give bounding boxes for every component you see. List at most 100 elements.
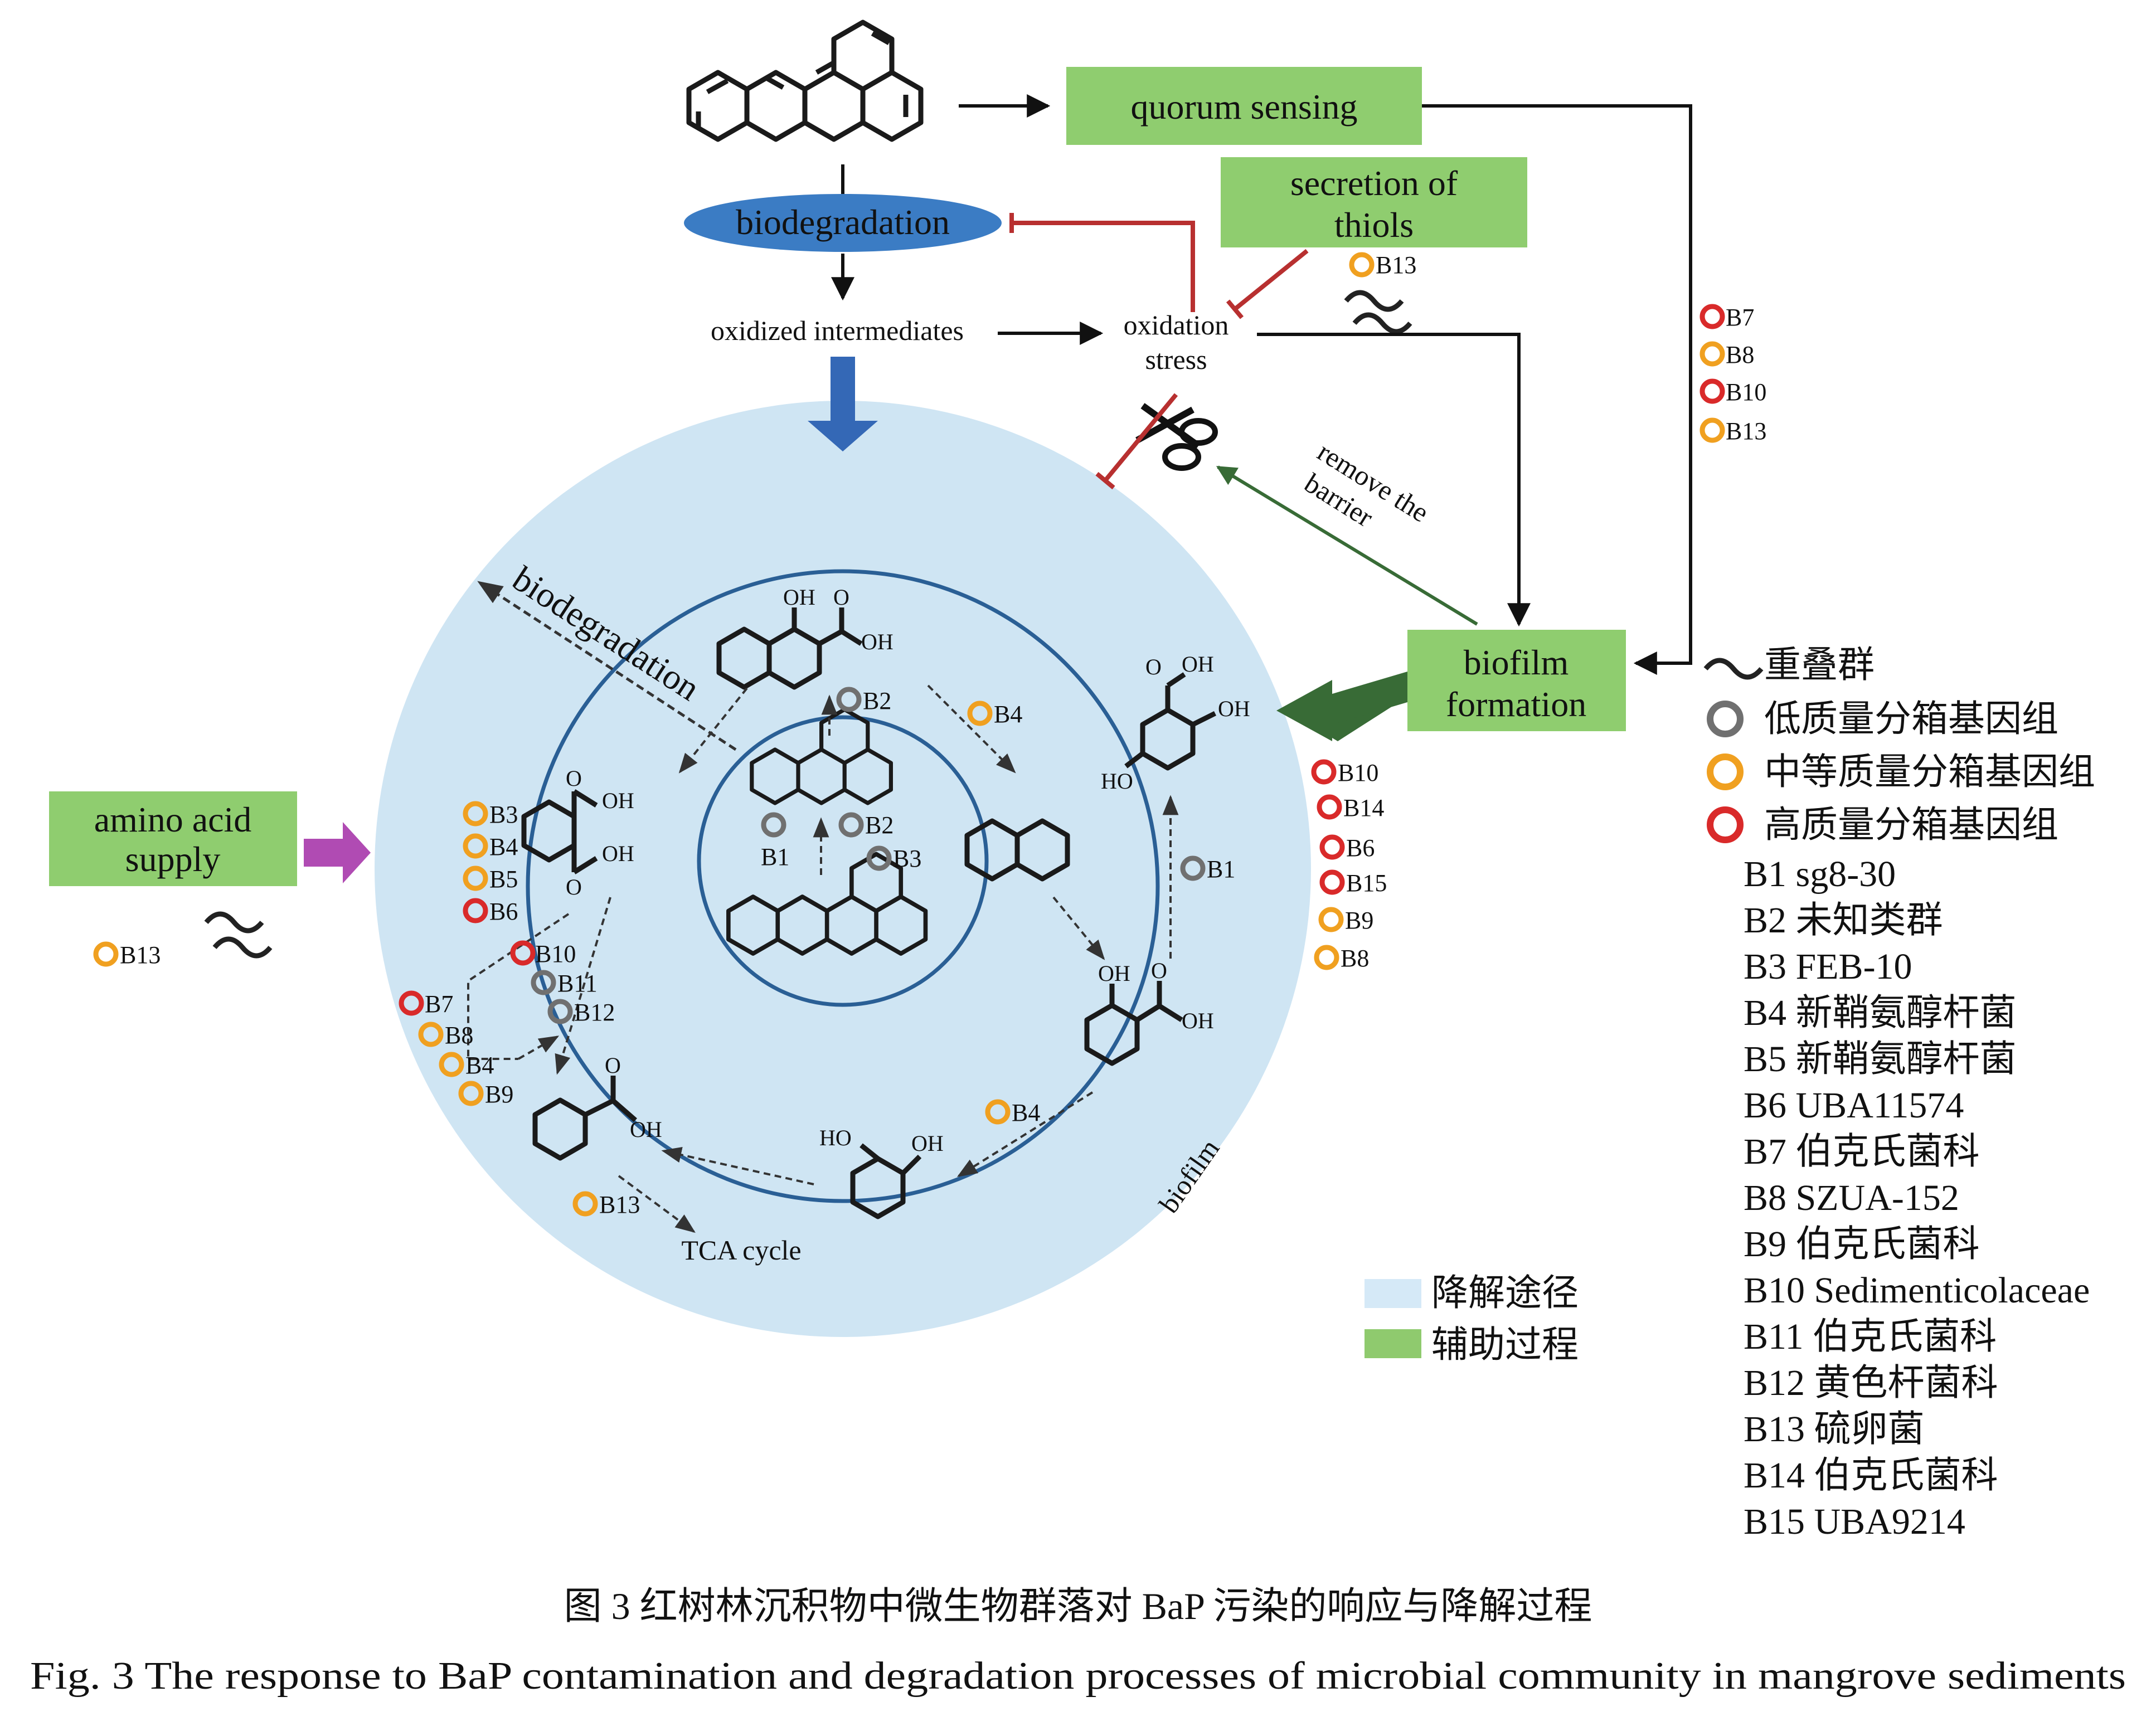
svg-text:B7: B7 — [1726, 304, 1754, 331]
legend-label-contig: 重叠群 — [1764, 645, 1875, 685]
svg-text:B7: B7 — [425, 990, 453, 1018]
legend-label-mid: 中等质量分箱基因组 — [1764, 752, 2095, 792]
secretion-thiols-box — [1221, 157, 1527, 247]
bins-left-low: B7 B8 B4 B9 — [399, 990, 513, 1108]
svg-text:B3: B3 — [489, 801, 518, 828]
svg-text:B13 硫卵菌: B13 硫卵菌 — [1744, 1409, 1925, 1450]
svg-text:O: O — [605, 1053, 621, 1078]
quorum-sensing-label: quorum sensing — [1130, 87, 1357, 127]
oxidation-stress-label-1: oxidation — [1124, 309, 1229, 341]
amino-acid-label-2: supply — [125, 839, 221, 879]
bins-qs-column: B7 B8 B10 B13 — [1699, 304, 1766, 445]
hydroxy-naphthoic-acid: OH O OH — [716, 585, 894, 690]
svg-text:OH: OH — [861, 629, 894, 654]
inhibit-oxidation-to-biodegradation — [1012, 221, 1195, 312]
bin-label-amino-b13: B13 — [120, 941, 161, 969]
arrow-catechol-to-benzoic — [661, 1146, 814, 1185]
svg-text:OH: OH — [1182, 651, 1214, 677]
amino-acid-box — [49, 791, 297, 886]
svg-text:B2: B2 — [865, 811, 894, 839]
arrow-blue-into-circle — [808, 357, 878, 451]
secretion-label-2: thiols — [1334, 205, 1414, 245]
bin-ring-amino-b13 — [93, 941, 119, 967]
caption-chinese: 图 3 红树林沉积物中微生物群落对 BaP 污染的响应与降解过程 — [564, 1585, 1592, 1627]
svg-text:B6: B6 — [1346, 834, 1375, 862]
svg-text:B3: B3 — [893, 845, 921, 872]
arrow-biodegradation-diagonal — [477, 581, 737, 751]
phthalic-acid: O OH OH O — [521, 766, 634, 900]
svg-text:B1 sg8-30: B1 sg8-30 — [1744, 854, 1896, 894]
svg-text:OH: OH — [911, 1131, 944, 1156]
bin-label-naphthoic-b2: B2 — [863, 687, 891, 714]
svg-text:OH: OH — [602, 841, 634, 866]
svg-text:OH: OH — [1182, 1008, 1214, 1033]
svg-text:B5: B5 — [489, 866, 518, 893]
naphthalene-molecule — [964, 818, 1070, 882]
tca-cycle-label: TCA cycle — [681, 1234, 801, 1266]
svg-text:O: O — [1151, 958, 1167, 983]
bin-label-secretion-b13: B13 — [1376, 251, 1416, 279]
svg-text:B8 SZUA-152: B8 SZUA-152 — [1744, 1178, 1959, 1218]
arrow-phthalic-to-benzoic — [555, 897, 611, 1075]
amino-acid-label-1: amino acid — [94, 800, 252, 839]
svg-text:B10: B10 — [1726, 378, 1766, 406]
inhibit-bar-scissors — [1095, 471, 1115, 490]
legend-swatch-auxiliary — [1365, 1329, 1421, 1358]
inhibit-scissors-line — [1103, 393, 1178, 482]
bins-left-mid: B10 B11 B12 — [510, 940, 615, 1026]
catechol-molecule: OH HO — [819, 1125, 944, 1219]
svg-text:OH: OH — [630, 1117, 662, 1142]
arrow-benzoic-to-tca — [618, 1175, 696, 1233]
svg-text:B12: B12 — [574, 999, 615, 1026]
benzoic-acid: O OH — [532, 1053, 662, 1161]
legend-label-low: 低质量分箱基因组 — [1764, 699, 2058, 740]
svg-text:B13: B13 — [1726, 417, 1766, 445]
svg-text:B4: B4 — [489, 833, 518, 860]
legend-wave-icon — [1703, 658, 1764, 680]
quorum-sensing-box — [1066, 67, 1422, 145]
svg-text:B14 伯克氏菌科: B14 伯克氏菌科 — [1744, 1455, 1998, 1496]
svg-text:B12 黄色杆菌科: B12 黄色杆菌科 — [1744, 1363, 1998, 1403]
oxidation-stress-label-2: stress — [1145, 344, 1207, 375]
svg-text:B7 伯克氏菌科: B7 伯克氏菌科 — [1744, 1131, 1980, 1172]
svg-text:B5 新鞘氨醇杆菌: B5 新鞘氨醇杆菌 — [1744, 1039, 2017, 1080]
svg-text:B14: B14 — [1343, 794, 1384, 821]
bin-ring-right-mid-b1 — [1180, 855, 1206, 881]
svg-text:B15: B15 — [1346, 869, 1387, 897]
biodegradation-ellipse-label: biodegradation — [736, 202, 950, 242]
inner-ring — [697, 715, 989, 1007]
scissors-icon — [1135, 403, 1218, 471]
bin-label-benzoic-b13: B13 — [599, 1191, 640, 1218]
bin-ring-catechol-b4 — [985, 1099, 1011, 1125]
arrow-qs-to-biofilm — [1422, 104, 1692, 675]
svg-text:O: O — [833, 585, 849, 610]
svg-text:OH: OH — [1218, 696, 1250, 721]
svg-text:B4 新鞘氨醇杆菌: B4 新鞘氨醇杆菌 — [1744, 993, 2017, 1033]
bin-label-top-right-b4: B4 — [994, 701, 1022, 728]
svg-text:B10 Sedimenticolaceae: B10 Sedimenticolaceae — [1744, 1270, 2090, 1311]
svg-text:B15 UBA9214: B15 UBA9214 — [1744, 1501, 1965, 1542]
svg-text:B10: B10 — [1338, 759, 1378, 786]
legend: 重叠群 低质量分箱基因组 中等质量分箱基因组 高质量分箱基因组 — [1703, 645, 2095, 845]
biofilm-formation-label-1: biofilm — [1464, 643, 1569, 682]
bap-molecule-top — [686, 20, 924, 142]
svg-text:B9: B9 — [1345, 907, 1373, 934]
legend-label-auxiliary: 辅助过程 — [1431, 1325, 1579, 1365]
contig-wave-amino — [204, 911, 273, 959]
svg-text:B6 UBA11574: B6 UBA11574 — [1744, 1085, 1964, 1126]
arrow-naphthalene-to-salicylic — [1052, 896, 1105, 960]
bin-ring-top-right-b4 — [967, 701, 993, 726]
svg-text:B8: B8 — [445, 1022, 473, 1049]
bins-left-phthalic: B3 B4 B5 B6 — [463, 801, 518, 925]
arrow-bracket-to-b12 — [518, 1035, 560, 1060]
biofilm-formation-box — [1407, 630, 1626, 731]
bin-ring-naphthoic-b2 — [836, 687, 862, 712]
legend-label-high: 高质量分箱基因组 — [1764, 805, 2058, 845]
bin-label-catechol-b4: B4 — [1012, 1099, 1040, 1126]
svg-text:B4: B4 — [465, 1052, 494, 1079]
arrow-naphthoic-to-naphthalene — [927, 684, 1016, 774]
oxidized-intermediates-label: oxidized intermediates — [711, 315, 964, 346]
svg-text:B9: B9 — [485, 1081, 513, 1108]
legend-ring-mid — [1707, 753, 1744, 790]
